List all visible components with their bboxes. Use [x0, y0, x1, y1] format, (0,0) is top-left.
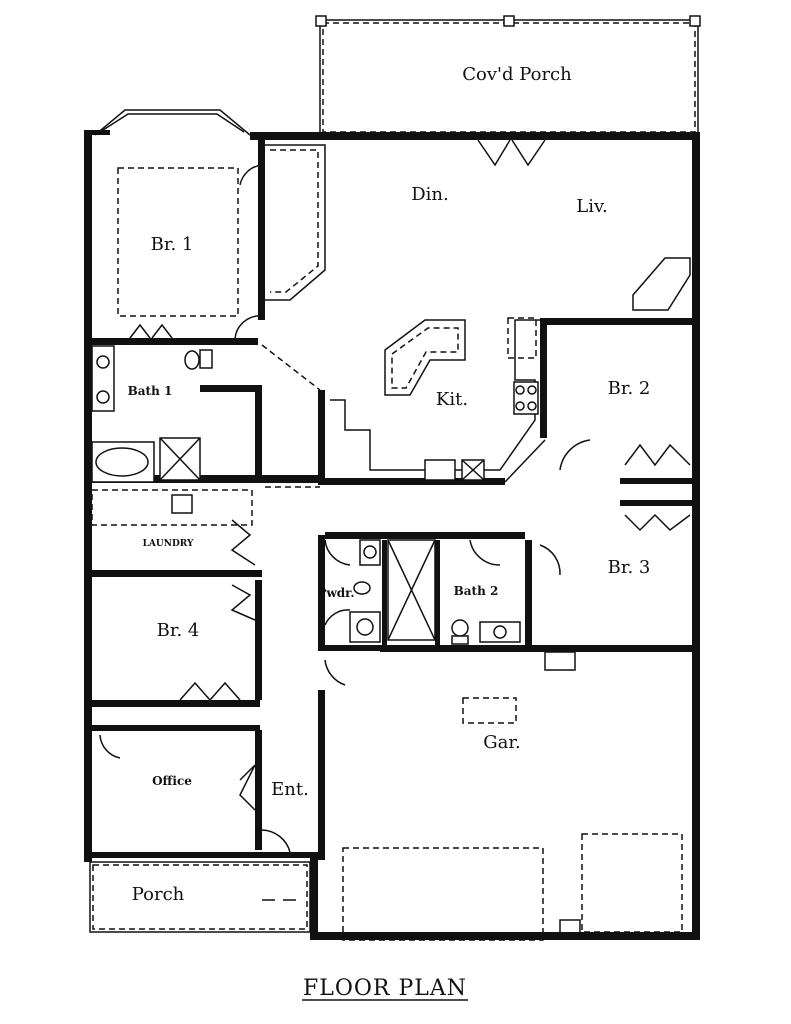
label-br4: Br. 4: [157, 620, 200, 641]
label-porch: Porch: [132, 884, 185, 905]
label-gar: Gar.: [483, 732, 520, 753]
label-ent: Ent.: [271, 779, 309, 800]
label-kit: Kit.: [436, 389, 468, 410]
label-office: Office: [152, 774, 192, 788]
label-laundry: LAUNDRY: [143, 539, 194, 549]
label-liv: Liv.: [576, 196, 607, 217]
label-covd-porch: Cov'd Porch: [462, 64, 572, 85]
plan-title-group: FLOOR PLAN: [302, 976, 468, 1001]
interior-walls: [92, 140, 700, 860]
label-br3: Br. 3: [608, 557, 651, 578]
plan-title: FLOOR PLAN: [303, 976, 467, 1001]
label-br2: Br. 2: [608, 378, 651, 399]
label-br1: Br. 1: [151, 234, 194, 255]
label-pwdr: Pwdr.: [317, 586, 354, 600]
room-labels: Cov'd Porch Din. Liv. Br. 1 Bath 1 Kit. …: [128, 64, 651, 905]
exterior-walls: [84, 109, 700, 940]
openings: [261, 344, 321, 488]
doors: [99, 139, 691, 853]
label-din: Din.: [411, 184, 449, 205]
label-bath2: Bath 2: [454, 584, 499, 598]
label-bath1: Bath 1: [128, 384, 173, 398]
fixtures: [89, 167, 691, 941]
